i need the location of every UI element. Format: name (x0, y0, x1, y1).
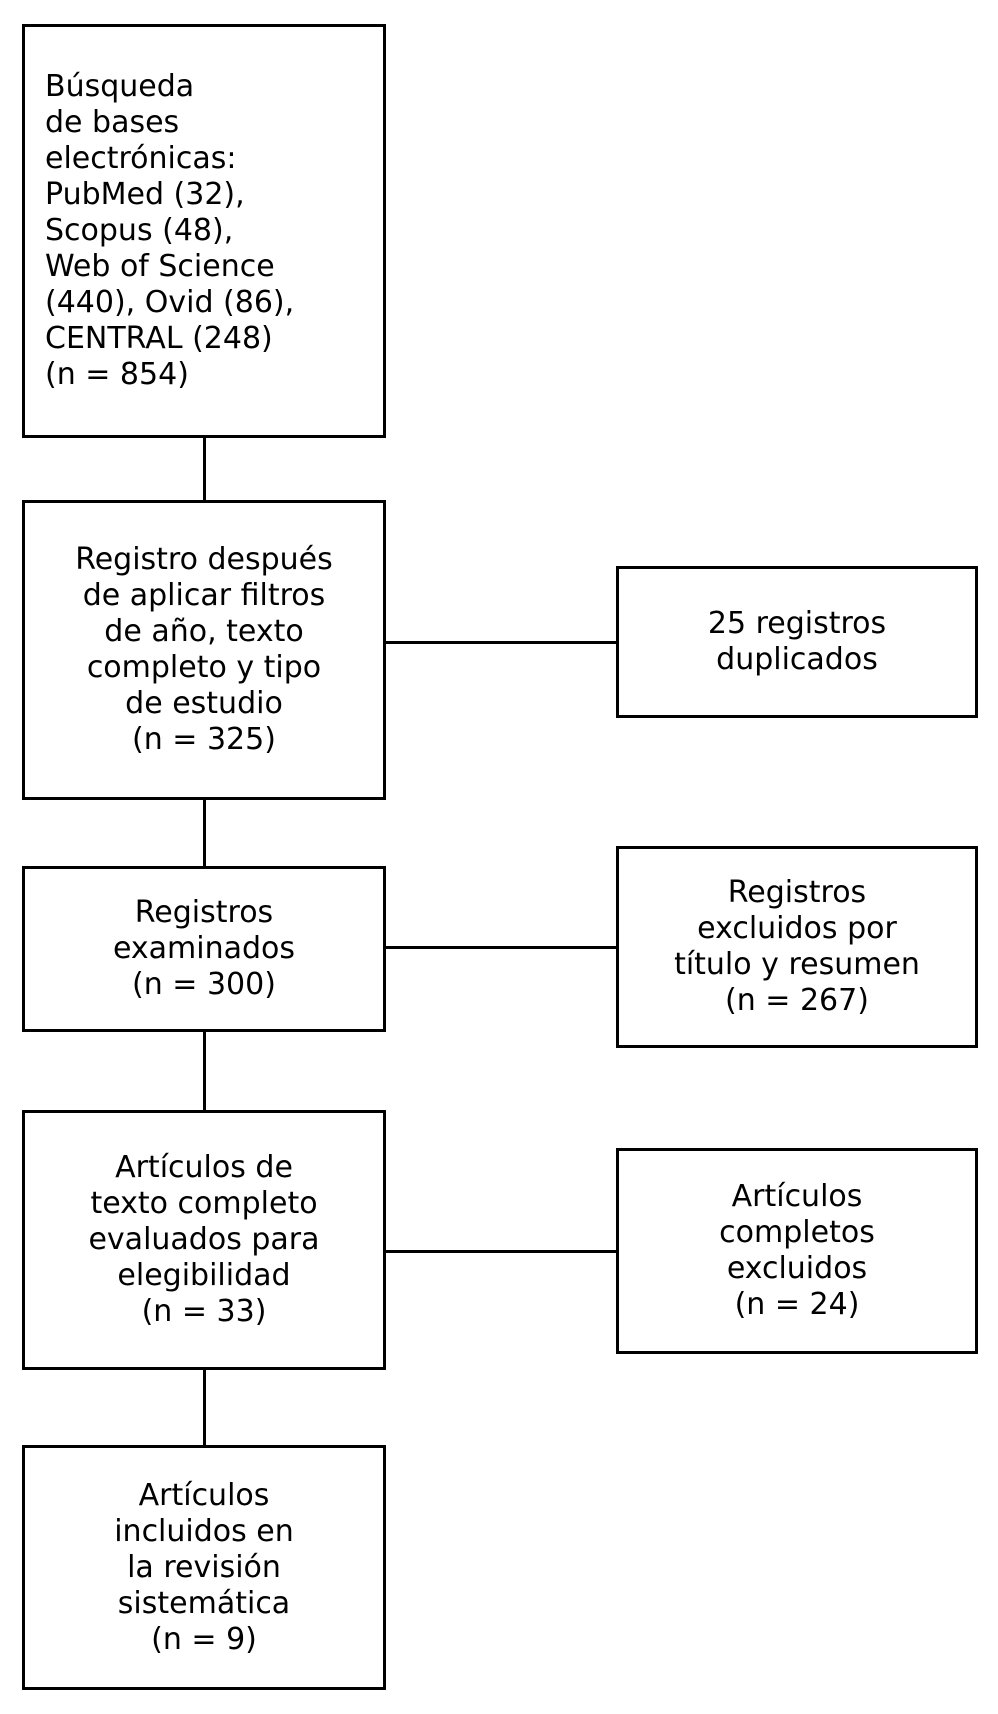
connector-records-to-fulltext (203, 1031, 206, 1111)
connector-screening-to-duplicates (385, 641, 617, 644)
connector-identification-to-screening (203, 437, 206, 501)
node-records-after-filters: Registro después de aplicar filtros de a… (22, 500, 386, 800)
node-identification-databases: Búsqueda de bases electrónicas: PubMed (… (22, 24, 386, 438)
node-fulltext-assessed: Artículos de texto completo evaluados pa… (22, 1110, 386, 1370)
node-records-after-filters-text: Registro después de aplicar filtros de a… (75, 542, 333, 757)
node-studies-included: Artículos incluidos en la revisión siste… (22, 1445, 386, 1690)
node-duplicates-removed: 25 registros duplicados (616, 566, 978, 718)
node-fulltext-excluded-text: Artículos completos excluidos (n = 24) (719, 1179, 875, 1322)
connector-screening-to-records (203, 799, 206, 867)
node-studies-included-text: Artículos incluidos en la revisión siste… (114, 1477, 294, 1657)
connector-fulltext-to-excluded-fulltext (385, 1250, 617, 1253)
connector-fulltext-to-included (203, 1369, 206, 1446)
node-records-screened-text: Registros examinados (n = 300) (112, 895, 296, 1002)
node-fulltext-assessed-text: Artículos de texto completo evaluados pa… (88, 1150, 320, 1329)
node-records-excluded: Registros excluidos por título y resumen… (616, 846, 978, 1048)
node-records-excluded-text: Registros excluidos por título y resumen… (674, 875, 920, 1018)
connector-records-to-excluded-records (385, 946, 617, 949)
node-fulltext-excluded: Artículos completos excluidos (n = 24) (616, 1148, 978, 1354)
node-identification-databases-text: Búsqueda de bases electrónicas: PubMed (… (45, 69, 295, 392)
node-duplicates-removed-text: 25 registros duplicados (707, 606, 887, 677)
node-records-screened: Registros examinados (n = 300) (22, 866, 386, 1032)
